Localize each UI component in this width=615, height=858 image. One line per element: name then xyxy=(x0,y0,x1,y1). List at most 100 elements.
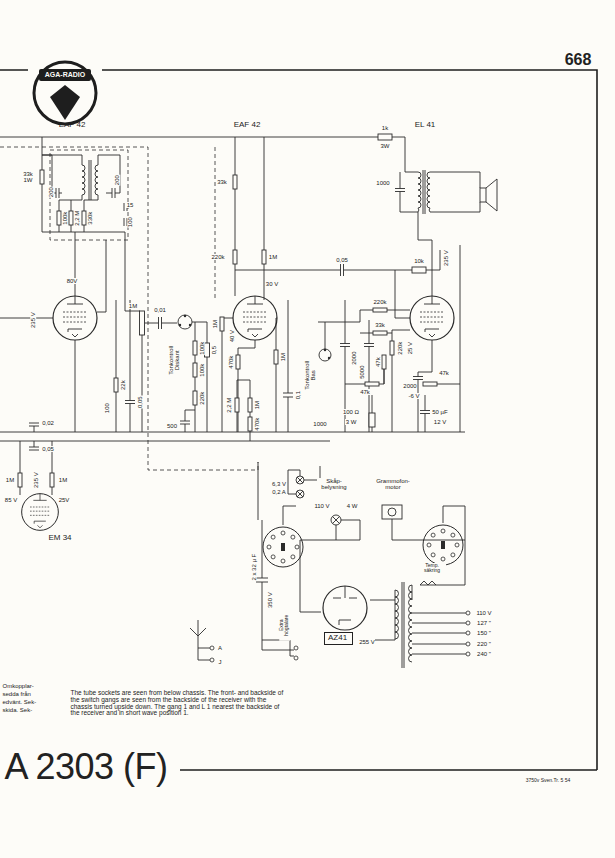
component-label: 2 x 32 µ F xyxy=(251,553,257,581)
tubes xyxy=(333,586,357,625)
lamps-motor-speaker xyxy=(466,642,470,646)
component-label: 100k xyxy=(62,211,68,225)
component-label: 110 V xyxy=(314,503,330,509)
wires xyxy=(0,137,480,660)
component-label: 1M xyxy=(268,254,277,260)
component-label: 220k xyxy=(211,254,225,260)
component-label: 100k xyxy=(199,341,205,355)
component-label: 500 xyxy=(166,423,177,429)
component-label: 1000 xyxy=(376,180,390,186)
component-label: 350 V xyxy=(267,592,273,609)
tubes xyxy=(22,296,454,630)
component-label: 40 V xyxy=(229,329,235,342)
lamps-motor-speaker xyxy=(420,581,436,585)
component-label: 0,2 A xyxy=(272,489,287,495)
component-label: 33k xyxy=(375,322,386,328)
resistors xyxy=(274,350,278,364)
component-label: 470k xyxy=(228,355,234,369)
coils xyxy=(42,155,430,668)
component-label: A xyxy=(217,645,222,651)
model-title: A 2303 (F) xyxy=(4,748,168,786)
lamps-motor-speaker xyxy=(262,640,294,656)
page-frame xyxy=(0,70,597,770)
component-label: Extra högtalare xyxy=(279,610,290,641)
component-label: 240 " xyxy=(477,651,492,657)
component-label: 255 V xyxy=(359,639,376,645)
component-label: 1k xyxy=(381,125,388,131)
component-label: 200 xyxy=(115,174,121,185)
brand-logo: AGA-RADIO xyxy=(32,60,98,126)
switches xyxy=(179,324,181,326)
component-label: 3 W xyxy=(345,419,357,425)
lamps-motor-speaker xyxy=(388,508,396,516)
resistors xyxy=(235,398,239,412)
resistors xyxy=(248,398,252,412)
component-label: 47k xyxy=(360,389,371,395)
component-label: 12 V xyxy=(433,419,446,425)
component-label: 33k xyxy=(217,179,228,185)
sockets xyxy=(263,525,463,567)
sockets xyxy=(423,525,463,565)
resistors xyxy=(373,331,387,335)
component-label: 330k xyxy=(87,211,93,225)
component-label: 1M xyxy=(5,477,14,483)
component-label: 100 xyxy=(105,402,111,413)
lamps-motor-speaker xyxy=(382,505,402,519)
component-label: 25V xyxy=(58,497,70,503)
component-label: Tonkontroll Bas xyxy=(304,355,317,396)
component-label: 1M xyxy=(58,477,67,483)
component-label: 0,01 xyxy=(154,307,167,313)
resistors xyxy=(205,343,210,357)
component-label: 47k xyxy=(439,370,450,376)
resistors xyxy=(18,473,22,487)
resistors xyxy=(262,250,266,264)
component-label: 220k xyxy=(397,341,403,355)
component-label: EM 34 xyxy=(48,534,72,542)
component-label: Temp. säkring xyxy=(419,563,446,574)
component-label: 2000 xyxy=(351,351,357,365)
component-label: sedda från xyxy=(2,691,31,697)
component-label: 235 V xyxy=(443,250,449,267)
component-label: -6 V xyxy=(408,393,420,399)
component-label: edvänt. Sek- xyxy=(2,699,37,705)
component-label: 150 " xyxy=(477,630,492,636)
lamps-motor-speaker xyxy=(296,476,304,484)
switches xyxy=(328,357,330,359)
resistors xyxy=(193,341,197,355)
switches xyxy=(189,324,191,326)
component-label: 6,3 V xyxy=(271,481,286,487)
resistors xyxy=(50,473,54,487)
switches xyxy=(319,349,331,361)
component-label: 100 xyxy=(128,216,134,227)
component-label: Skåp- belysning xyxy=(317,478,352,491)
component-label: 1000 xyxy=(313,421,327,427)
component-label: 80V xyxy=(66,278,78,284)
resistors xyxy=(193,363,197,377)
tube-name: AZ41 xyxy=(328,634,349,642)
resistors xyxy=(390,341,394,355)
component-label: 127 " xyxy=(477,620,492,626)
tubes xyxy=(53,296,97,340)
lamps-motor-speaker xyxy=(294,656,298,660)
component-label: Tonkontroll Diskant xyxy=(168,335,181,386)
resistors xyxy=(382,355,386,369)
lamps-motor-speaker xyxy=(297,477,303,483)
component-label: 220k xyxy=(373,299,387,305)
resistors xyxy=(18,134,437,487)
wires xyxy=(0,137,480,660)
component-label: 3W xyxy=(380,143,390,149)
resistors xyxy=(193,391,197,405)
component-label: skida. Sek- xyxy=(2,707,33,713)
component-label: Omkopplar- xyxy=(2,683,34,689)
component-label: 2,2 M xyxy=(226,397,232,413)
resistors xyxy=(69,211,73,225)
component-label: 15 xyxy=(126,202,134,208)
lamps-motor-speaker xyxy=(296,490,304,498)
component-label: 668 xyxy=(564,52,592,69)
resistors xyxy=(220,317,224,331)
logo-shape xyxy=(32,60,98,126)
component-label: J xyxy=(218,659,222,665)
component-label: 200 xyxy=(49,186,55,197)
component-label: 33k 1W xyxy=(21,171,36,184)
lamps-motor-speaker xyxy=(331,515,341,525)
